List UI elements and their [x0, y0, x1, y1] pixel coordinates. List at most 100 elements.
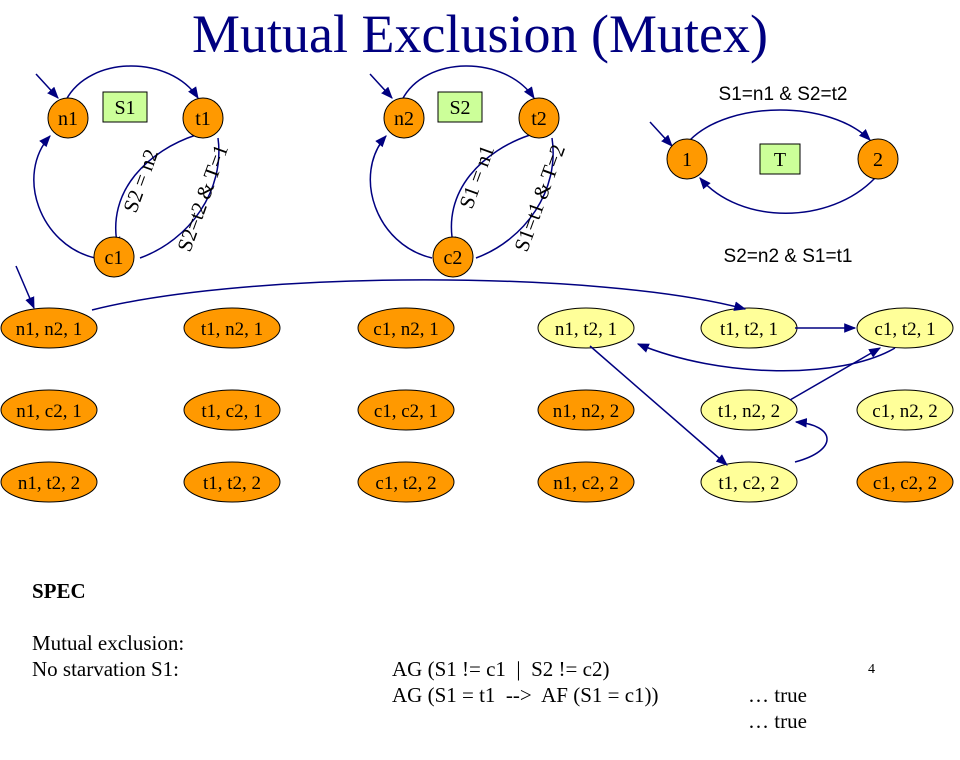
state-ellipse	[0, 307, 98, 349]
edge-c2-t2-exit	[475, 137, 554, 259]
spec-block: SPEC Mutual exclusion: AG (S1 != c1 | S2…	[32, 578, 807, 733]
state-ellipse	[183, 389, 281, 431]
slide-title: Mutual Exclusion (Mutex)	[192, 4, 768, 64]
state-node: c1, c2, 1	[357, 389, 455, 431]
state-ellipse	[700, 389, 798, 431]
state-ellipse	[537, 307, 635, 349]
state-node: t1, t2, 1	[700, 307, 798, 349]
node-t-2	[857, 138, 899, 180]
automaton-t: T 1 2 S1=n1 & S2=t2 S2=n2 & S1=t1	[649, 84, 899, 267]
state-label: t1, c2, 1	[201, 401, 262, 422]
state-node: t1, t2, 2	[183, 461, 281, 503]
s1-label: S1	[114, 97, 135, 119]
edge-c2-n2	[369, 135, 433, 259]
state-ellipse	[357, 389, 455, 431]
state-node: t1, n2, 2	[700, 389, 798, 431]
s2-guard-enter: S1 = n1	[454, 142, 499, 212]
state-label: c1, t2, 2	[375, 473, 436, 494]
edge-c1t21-n1t21	[636, 343, 896, 372]
mutex-diagram: S1 n1 t1 c1 S2 = n2 S2=t2 & T=1 S2 n2 t2…	[0, 65, 954, 503]
state-label: c1, n2, 1	[373, 319, 438, 340]
state-ellipse	[0, 461, 98, 503]
state-label: t1, c2, 2	[718, 473, 779, 494]
state-label: n1, n2, 1	[16, 319, 83, 340]
edge-n2-t2	[401, 65, 535, 101]
state-label: t1, n2, 1	[201, 319, 263, 340]
state-label: t1, t2, 2	[203, 473, 261, 494]
state-ellipse	[183, 307, 281, 349]
state-node: c1, t2, 1	[856, 307, 954, 349]
state-ellipse	[700, 461, 798, 503]
t-guard-bottom: S2=n2 & S1=t1	[724, 246, 853, 267]
node-n1-label: n1	[58, 108, 78, 130]
node-t2-label: t2	[531, 108, 547, 130]
product-transitions	[15, 265, 896, 466]
edge-t-2-1	[699, 177, 876, 214]
spec-row-mutual-exclusion: Mutual exclusion: AG (S1 != c1 | S2 != c…	[32, 604, 807, 707]
state-ellipse	[856, 389, 954, 431]
spec-heading: SPEC	[32, 579, 86, 603]
state-node: n1, n2, 2	[537, 389, 635, 431]
node-t-1	[666, 138, 708, 180]
edge-t2-c2	[446, 134, 531, 250]
node-c1-label: c1	[105, 247, 124, 269]
node-n2-label: n2	[394, 108, 414, 130]
state-label: c1, t2, 1	[874, 319, 935, 340]
spec-property-name: No starvation S1:	[32, 657, 179, 681]
node-t1	[182, 97, 224, 139]
s1-guard-exit: S2=t2 & T=1	[172, 141, 233, 254]
automaton-s1: S1 n1 t1 c1 S2 = n2 S2=t2 & T=1	[33, 65, 233, 278]
state-node: c1, c2, 2	[856, 461, 954, 503]
product-states: n1, n2, 1 t1, n2, 1 c1, n2, 1 n1, t2, 1 t1, …	[0, 307, 954, 503]
state-label: n1, c2, 1	[16, 401, 81, 422]
state-ellipse	[357, 307, 455, 349]
s2-label-box	[437, 91, 483, 123]
state-label: t1, t2, 1	[720, 319, 778, 340]
edge-t1c22-t1n22	[794, 418, 828, 463]
state-node: c1, n2, 1	[357, 307, 455, 349]
state-label: n1, c2, 2	[553, 473, 618, 494]
spec-row-no-starvation: No starvation S1: AG (S1 = t1 --> AF (S1…	[32, 630, 807, 733]
s1-guard-enter: S2 = n2	[118, 146, 163, 216]
state-ellipse	[856, 307, 954, 349]
state-label: c1, c2, 1	[374, 401, 438, 422]
spec-property-name: Mutual exclusion:	[32, 631, 185, 655]
state-ellipse	[183, 461, 281, 503]
state-ellipse	[0, 389, 98, 431]
initial-arrow-t1	[649, 121, 673, 147]
initial-arrow-n2	[369, 73, 393, 99]
edge-c1-n1	[33, 135, 96, 259]
node-n1	[47, 97, 89, 139]
node-t-2-label: 2	[873, 149, 883, 171]
state-node: n1, n2, 1	[0, 307, 98, 349]
state-label: t1, n2, 2	[718, 401, 780, 422]
state-ellipse	[537, 389, 635, 431]
edge-n1-t1	[65, 65, 199, 101]
initial-arrow-n1	[35, 73, 59, 99]
edge-c1-t1-exit	[139, 137, 220, 259]
state-label: n1, t2, 1	[555, 319, 617, 340]
spec-result: … true	[748, 683, 807, 707]
node-t-1-label: 1	[682, 149, 692, 171]
state-label: c1, c2, 2	[873, 473, 937, 494]
edge-t1-c1	[110, 134, 197, 250]
s2-label: S2	[449, 97, 470, 119]
t-label: T	[774, 149, 786, 171]
state-label: n1, t2, 2	[18, 473, 80, 494]
s1-label-box	[102, 91, 148, 123]
node-n2	[383, 97, 425, 139]
state-ellipse	[357, 461, 455, 503]
page-number: 4	[868, 662, 875, 677]
spec-result: … true	[748, 709, 807, 733]
state-node: n1, t2, 2	[0, 461, 98, 503]
initial-arrow-product	[15, 265, 35, 310]
s2-guard-exit: S1=t1 & T=2	[509, 141, 570, 254]
state-label: n1, n2, 2	[553, 401, 620, 422]
slide: Mutual Exclusion (Mutex) S1 n1 t1 c1 S2 …	[0, 4, 954, 733]
state-ellipse	[537, 461, 635, 503]
state-node: c1, n2, 2	[856, 389, 954, 431]
spec-formula: AG (S1 = t1 --> AF (S1 = c1))	[392, 683, 659, 707]
edge-n1t21-t1c22	[589, 345, 728, 466]
edge-t1n22-c1t21	[789, 347, 882, 401]
t-guard-top: S1=n1 & S2=t2	[719, 84, 848, 105]
